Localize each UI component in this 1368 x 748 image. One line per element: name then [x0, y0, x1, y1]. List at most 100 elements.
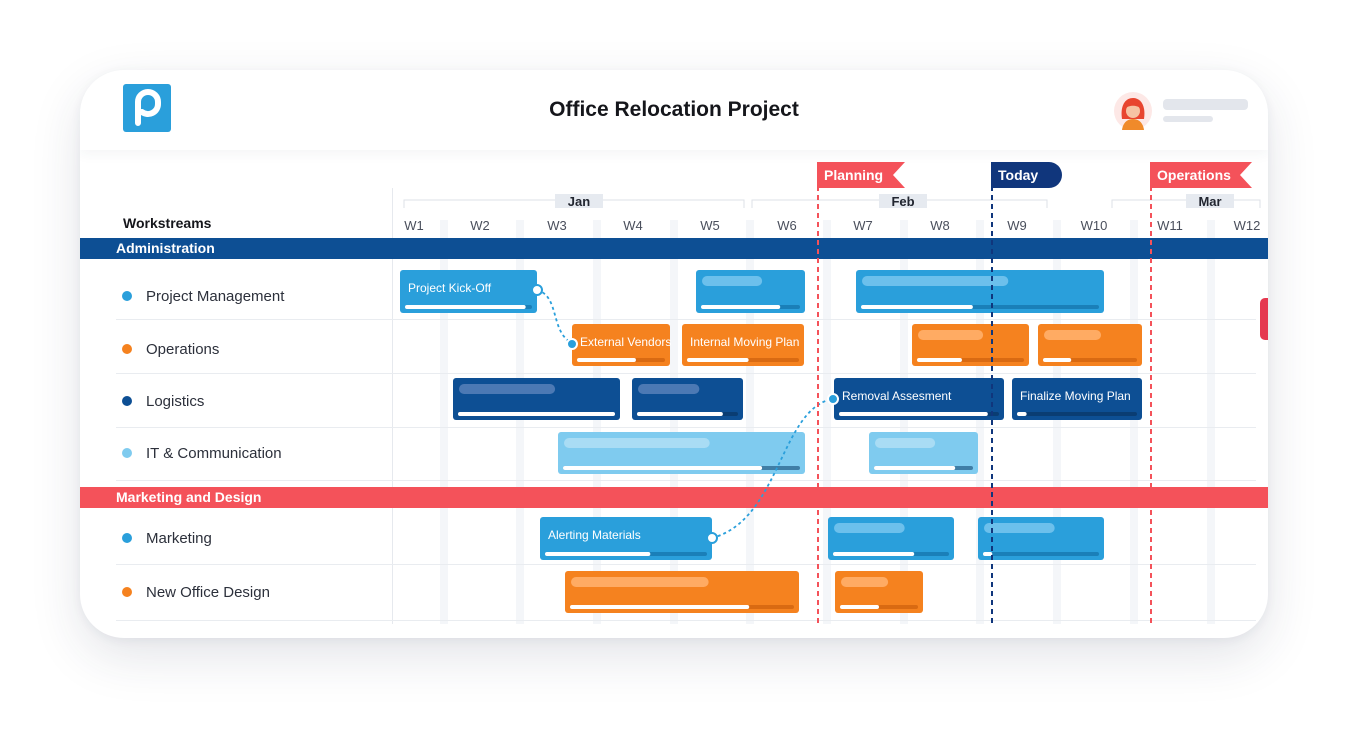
week-gridline	[593, 220, 601, 624]
row-bullet-icon	[122, 344, 132, 354]
row-bullet-icon	[122, 533, 132, 543]
side-scroll-tab[interactable]	[1260, 298, 1268, 340]
milestone-flag[interactable]	[991, 162, 1062, 188]
task-bar[interactable]	[682, 324, 804, 366]
user-avatar-icon[interactable]	[1114, 92, 1152, 130]
row-label: Operations	[146, 341, 219, 358]
task-label: Internal Moving Plan	[690, 335, 799, 349]
row-separator	[116, 319, 1256, 320]
task-progress-fill	[563, 466, 763, 470]
task-placeholder	[459, 384, 556, 394]
month-label: Mar	[1198, 194, 1221, 209]
week-gridline	[1053, 220, 1061, 624]
task-progress-fill	[983, 552, 993, 556]
week-label: W4	[623, 218, 643, 233]
task-progress-track	[1017, 412, 1137, 416]
task-bar[interactable]	[540, 517, 712, 560]
week-gridline	[516, 220, 524, 624]
week-gridline	[823, 220, 831, 624]
task-progress-fill	[405, 305, 526, 309]
dependency-link	[711, 398, 833, 539]
week-gridline	[670, 220, 678, 624]
task-label: Project Kick-Off	[408, 281, 492, 295]
p-logo-icon[interactable]	[123, 84, 171, 132]
task-placeholder	[571, 577, 709, 587]
task-progress-fill	[577, 358, 636, 362]
row-separator	[116, 480, 1256, 481]
week-label: W8	[930, 218, 950, 233]
week-label: W7	[853, 218, 873, 233]
task-label: Finalize Moving Plan	[1020, 389, 1131, 403]
task-placeholder	[834, 523, 905, 533]
row-label: New Office Design	[146, 584, 270, 601]
dependency-node	[531, 284, 543, 296]
task-progress-fill	[458, 412, 615, 416]
task-progress-track	[983, 552, 1099, 556]
task-bar[interactable]	[1012, 378, 1142, 420]
week-label: W12	[1234, 218, 1261, 233]
task-placeholder	[638, 384, 700, 394]
avatar-glyph	[1114, 92, 1152, 130]
header-bar: Office Relocation Project	[80, 70, 1268, 150]
task-placeholder	[875, 438, 936, 448]
task-placeholder	[564, 438, 710, 448]
group-label: Administration	[116, 240, 215, 256]
week-label: W5	[700, 218, 720, 233]
column-divider	[392, 188, 393, 624]
month-label: Feb	[891, 194, 914, 209]
task-progress-fill	[687, 358, 749, 362]
task-progress-fill	[545, 552, 651, 556]
task-progress-fill	[861, 305, 973, 309]
row-separator	[116, 620, 1256, 621]
dependency-link	[536, 289, 573, 344]
task-progress-fill	[840, 605, 879, 609]
p-logo-glyph	[135, 89, 161, 126]
task-bar[interactable]	[400, 270, 537, 313]
task-label: External Vendors	[580, 335, 671, 349]
month-label-bg	[1186, 194, 1234, 208]
week-gridline	[976, 220, 984, 624]
week-gridline	[1207, 220, 1215, 624]
user-name-placeholder	[1163, 99, 1248, 110]
week-label: W9	[1007, 218, 1027, 233]
row-label: IT & Communication	[146, 445, 282, 462]
row-bullet-icon	[122, 396, 132, 406]
user-role-placeholder	[1163, 116, 1213, 122]
row-separator	[116, 427, 1256, 428]
week-label: W11	[1157, 218, 1183, 233]
task-bar[interactable]	[572, 324, 670, 366]
milestone-flag[interactable]	[1150, 162, 1252, 188]
milestone-label: Today	[998, 167, 1038, 183]
row-label: Logistics	[146, 393, 204, 410]
task-progress-fill	[1017, 412, 1027, 416]
row-separator	[116, 564, 1256, 565]
task-placeholder	[702, 276, 763, 286]
group-band[interactable]	[80, 238, 1268, 259]
month-label: Jan	[568, 194, 590, 209]
milestone-flag[interactable]	[817, 162, 905, 188]
month-label-bg	[555, 194, 603, 208]
task-bar[interactable]	[834, 378, 1004, 420]
page-title: Office Relocation Project	[549, 98, 799, 121]
row-bullet-icon	[122, 448, 132, 458]
row-separator	[116, 373, 1256, 374]
task-progress-fill	[570, 605, 750, 609]
row-label: Project Management	[146, 288, 285, 305]
week-gridline	[746, 220, 754, 624]
week-gridline	[900, 220, 908, 624]
dependency-node	[706, 532, 718, 544]
task-progress-fill	[833, 552, 915, 556]
task-placeholder	[862, 276, 1009, 286]
task-progress-fill	[874, 466, 956, 470]
task-placeholder	[1044, 330, 1102, 340]
month-label-bg	[879, 194, 927, 208]
week-label: W6	[777, 218, 797, 233]
group-band[interactable]	[80, 487, 1268, 508]
group-label: Marketing and Design	[116, 489, 261, 505]
row-bullet-icon	[122, 291, 132, 301]
task-placeholder	[984, 523, 1055, 533]
task-progress-fill	[637, 412, 723, 416]
workstreams-header: Workstreams	[123, 215, 212, 231]
